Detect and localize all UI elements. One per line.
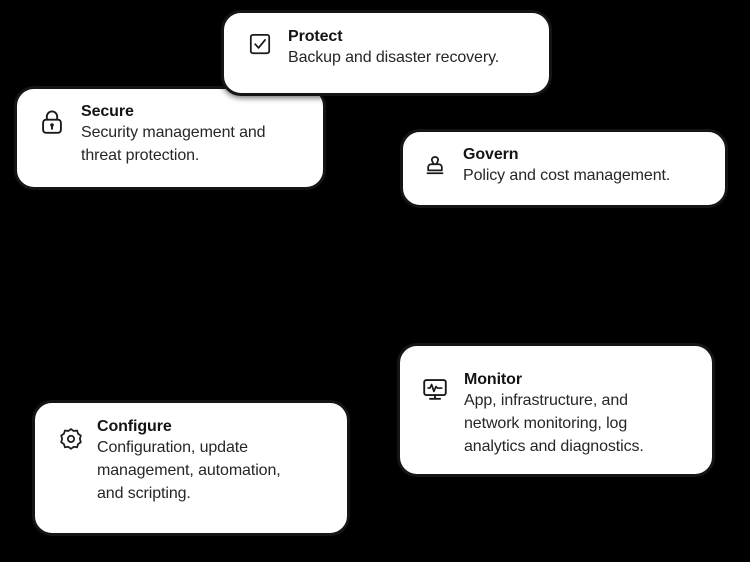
padlock-icon xyxy=(37,107,67,142)
card-govern-text: Govern Policy and cost management. xyxy=(463,145,711,188)
card-monitor[interactable]: Monitor App, infrastructure, and network… xyxy=(397,343,715,477)
checkbox-checked-icon xyxy=(246,30,274,63)
card-secure-description: Security management and threat protectio… xyxy=(81,124,266,165)
card-configure[interactable]: Configure Configuration, update manageme… xyxy=(32,400,350,536)
card-secure-text: Secure Security management and threat pr… xyxy=(81,102,309,168)
card-configure-text: Configure Configuration, update manageme… xyxy=(97,417,333,506)
card-protect[interactable]: Protect Backup and disaster recovery. xyxy=(221,10,552,96)
card-configure-description: Configuration, update management, automa… xyxy=(97,439,281,502)
rubber-stamp-icon xyxy=(421,151,449,184)
card-govern-description: Policy and cost management. xyxy=(463,167,671,185)
card-monitor-text: Monitor App, infrastructure, and network… xyxy=(464,370,698,459)
card-protect-text: Protect Backup and disaster recovery. xyxy=(288,27,535,70)
card-configure-title: Configure xyxy=(97,418,172,435)
card-govern[interactable]: Govern Policy and cost management. xyxy=(400,129,728,208)
card-protect-title: Protect xyxy=(288,28,343,45)
monitor-pulse-icon xyxy=(420,374,450,409)
card-monitor-title: Monitor xyxy=(464,371,522,388)
card-monitor-description: App, infrastructure, and network monitor… xyxy=(464,392,644,455)
gear-icon xyxy=(57,425,85,458)
card-govern-title: Govern xyxy=(463,146,519,163)
card-protect-description: Backup and disaster recovery. xyxy=(288,49,500,67)
card-secure-title: Secure xyxy=(81,103,134,120)
card-secure[interactable]: Secure Security management and threat pr… xyxy=(14,86,326,190)
